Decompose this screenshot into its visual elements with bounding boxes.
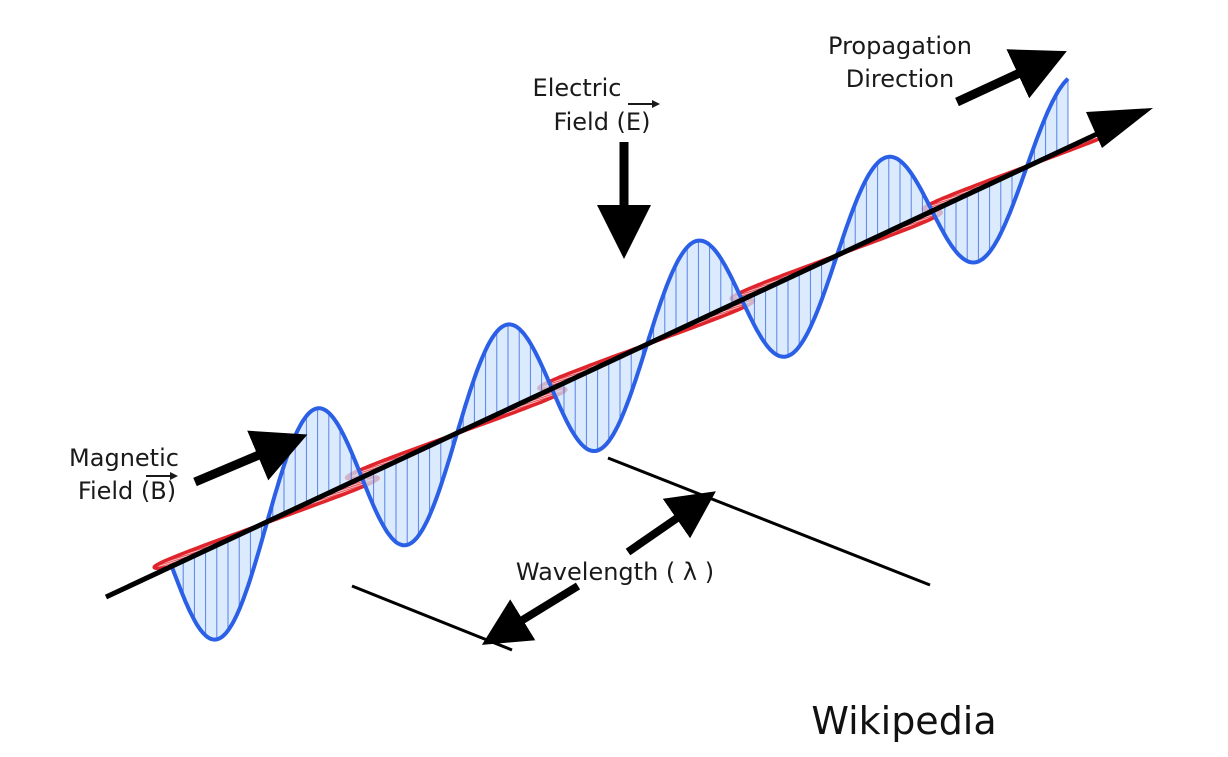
magnetic-field-label-line1: Magnetic	[69, 444, 179, 472]
magnetic-field-arrow	[195, 452, 266, 482]
propagation-direction-label-line1: Propagation	[828, 32, 972, 60]
wavelength-label: Wavelength ( λ )	[516, 558, 714, 586]
propagation-direction-label-line2: Direction	[846, 65, 954, 93]
credit-text: Wikipedia	[811, 699, 996, 743]
propagation-direction-arrow	[957, 70, 1026, 102]
wavelength-extension-left	[352, 586, 512, 650]
propagation-axis	[106, 134, 1097, 597]
magnetic-field-label-line2: Field (B)	[78, 477, 176, 505]
electric-field-label-line1: Electric	[533, 74, 622, 102]
wavelength-arrow-right	[628, 514, 683, 552]
electric-field-label-line2: Field (E)	[554, 108, 651, 136]
wavelength-arrow-left	[516, 586, 578, 624]
electric-vector-arrow-icon	[628, 100, 660, 108]
